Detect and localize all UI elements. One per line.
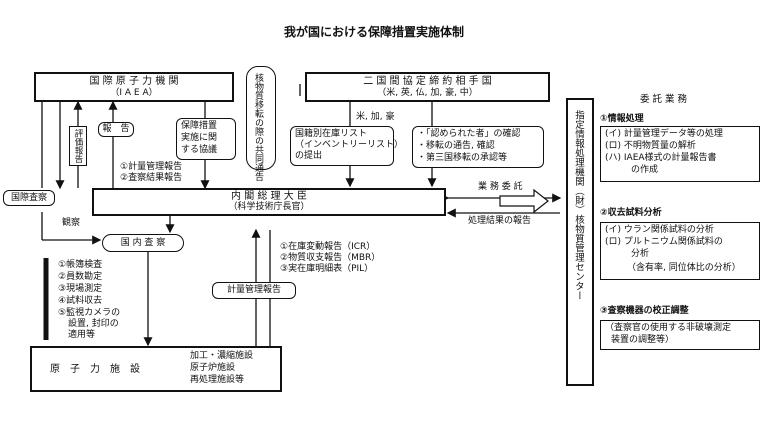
agreement-line-1: 保障措置 — [181, 121, 218, 131]
inspection-item-7: 適用等 — [68, 330, 96, 340]
partner-box: 二 国 間 協 定 締 約 相 手 国 （米, 英, 仏, 加, 豪, 中） — [305, 72, 550, 102]
pm-name: 内 閣 総 理 大 臣 — [231, 191, 307, 202]
inventory-box: 国籍別在庫リスト （インベントリーリスト） の提出 — [290, 126, 403, 166]
iaea-sub: （I A E A） — [110, 88, 158, 98]
report-text: 報 告 — [102, 124, 130, 134]
facility-name: 原 子 力 施 設 — [50, 364, 140, 375]
domestic-inspection-text: 国 内 査 察 — [120, 238, 166, 248]
confirm-line-1: ・「認められた者」の確認 — [417, 129, 521, 139]
facility-item-1: 加工・濃縮施設 — [190, 351, 254, 361]
icr-item-1: ①在庫変動報告（ICR） — [280, 242, 376, 252]
intl-inspection-text: 国際査察 — [10, 193, 47, 203]
outsource-label: 業 務 委 託 — [478, 182, 523, 192]
consign-s2-item-3: 分析 — [631, 249, 650, 259]
inventory-line-2: （インベントリーリスト） — [295, 140, 404, 150]
pm-box: 内 閣 総 理 大 臣 （科学技術庁長官） — [92, 188, 446, 216]
report-to-iaea-2: ②査察結果報告 — [120, 173, 183, 183]
consign-s1-item-3: (ハ) IAEA様式の計量報告書 — [605, 153, 717, 163]
observe-text: 観察 — [62, 218, 81, 228]
facility-box: 原 子 力 施 設 加工・濃縮施設 原子炉施設 再処理施設等 — [30, 346, 282, 392]
consign-s1-box: (イ) 計量管理データ等の処理 (ロ) 不明物質量の解析 (ハ) IAEA様式の… — [600, 126, 760, 182]
page-title: 我が国における保障措置実施体制 — [284, 25, 465, 39]
consign-s3-item-2: 装置の調整等） — [611, 335, 675, 345]
center-label: 指定情報処理機関（財）核物質管理センター — [573, 110, 584, 300]
partner-sub: （米, 英, 仏, 加, 豪, 中） — [377, 88, 478, 98]
shared-notice-text: 核物質移転の際の共同通告 — [253, 73, 263, 181]
intl-inspection-box: 国際査察 — [3, 190, 55, 206]
agreement-line-2: 実施に関 — [181, 133, 218, 143]
report-to-iaea-1: ①計量管理報告 — [120, 162, 183, 172]
inspection-item-1: ①帳簿検査 — [58, 260, 103, 270]
shared-notice-box: 核物質移転の際の共同通告 — [246, 66, 276, 181]
inspection-item-5: ⑤監視カメラの — [58, 308, 121, 318]
consign-s1-item-1: (イ) 計量管理データ等の処理 — [605, 129, 723, 139]
confirm-line-3: ・第三国移転の承認等 — [417, 153, 508, 163]
consign-s1-item-2: (ロ) 不明物質量の解析 — [605, 141, 696, 151]
facility-item-2: 原子炉施設 — [190, 363, 236, 373]
inspection-item-2: ②員数勘定 — [58, 272, 103, 282]
consign-s2-item-4: （含有率, 同位体比の分析） — [627, 263, 741, 273]
inspection-item-6: 設置, 封印の — [68, 319, 119, 329]
consign-s2: ②収去試料分析 — [600, 208, 662, 218]
confirm-line-2: ・移転の通告, 確認 — [417, 141, 495, 151]
consign-title: 委 託 業 務 — [640, 94, 688, 105]
facility-item-3: 再処理施設等 — [190, 375, 245, 385]
agreement-box: 保障措置 実施に関 する協議 — [176, 118, 236, 160]
outsource-arrow — [499, 188, 549, 214]
inspection-item-3: ③現場測定 — [58, 284, 103, 294]
iaea-box: 国 際 原 子 力 機 関 （I A E A） — [34, 72, 234, 102]
consign-s3-item-1: （査察官の使用する非破壊測定 — [605, 323, 732, 333]
inventory-line-3: の提出 — [295, 151, 323, 161]
usa-note: 米, 加, 豪 — [356, 112, 395, 122]
consign-s1: ①情報処理 — [600, 114, 644, 124]
agreement-line-3: する協議 — [181, 145, 218, 155]
icr-item-2: ②物質収支報告（MBR） — [280, 253, 381, 263]
partner-name: 二 国 間 協 定 締 約 相 手 国 — [363, 76, 492, 87]
evaluation-report-box: 評価報告 — [69, 126, 87, 166]
icr-item-3: ③実在庫明細表（PIL） — [280, 264, 374, 274]
consign-s2-box: (イ) ウラン関係試料の分析 (ロ) プルトニウム関係試料の 分析 （含有率, … — [600, 222, 760, 280]
consign-s3-box: （査察官の使用する非破壊測定 装置の調整等） — [600, 320, 760, 350]
result-report-label: 処理結果の報告 — [468, 216, 532, 226]
center-box: 指定情報処理機関（財）核物質管理センター — [566, 98, 594, 386]
inspection-item-4: ④試料収去 — [58, 296, 103, 306]
accounting-report-box: 計量管理報告 — [212, 282, 296, 299]
domestic-inspection-box: 国 内 査 察 — [102, 234, 184, 252]
evaluation-report-text: 評価報告 — [73, 129, 83, 163]
confirm-box: ・「認められた者」の確認 ・移転の通告, 確認 ・第三国移転の承認等 — [412, 126, 544, 168]
consign-s2-item-2: (ロ) プルトニウム関係試料の — [605, 237, 723, 247]
pm-sub: （科学技術庁長官） — [228, 202, 310, 212]
accounting-report-text: 計量管理報告 — [226, 285, 281, 295]
inventory-line-1: 国籍別在庫リスト — [295, 129, 368, 139]
consign-s3: ③査察機器の校正調整 — [600, 306, 689, 316]
consign-s2-item-1: (イ) ウラン関係試料の分析 — [605, 225, 714, 235]
consign-s1-item-4: の作成 — [631, 165, 659, 175]
report-box: 報 告 — [98, 122, 134, 137]
iaea-name: 国 際 原 子 力 機 関 — [89, 76, 179, 87]
